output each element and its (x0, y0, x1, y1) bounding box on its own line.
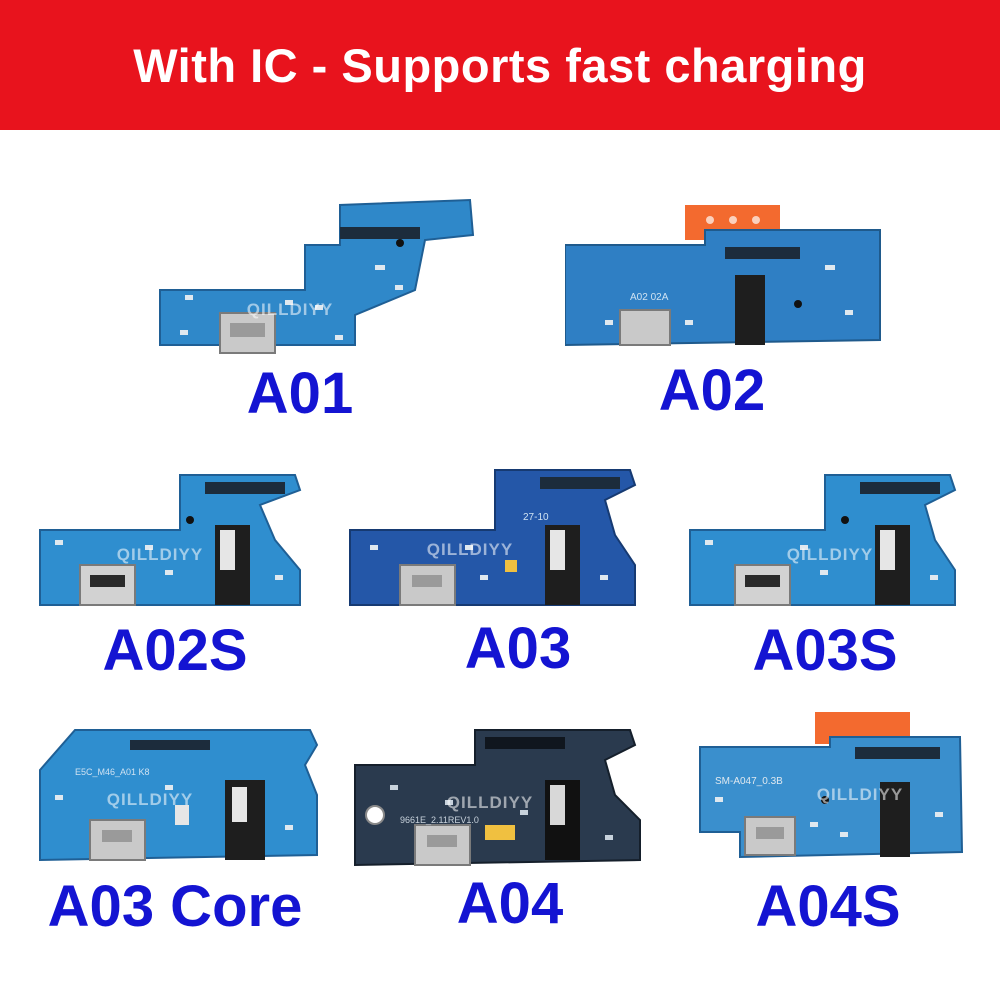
watermark: QILLDIYY (786, 545, 874, 564)
silkscreen-text: A02 02A (630, 292, 669, 303)
model-label-a02: A02 (658, 358, 766, 423)
banner-title: With IC - Supports fast charging (133, 38, 867, 92)
promo-banner: With IC - Supports fast charging (0, 0, 1000, 130)
board-image-a02s (35, 470, 310, 615)
board-image-a04s: SM-A047_0.3B (690, 712, 970, 867)
watermark: QILLDIYY (816, 785, 904, 804)
model-label-a03core: A03 Core (47, 874, 303, 939)
watermark: QILLDIYY (446, 793, 534, 812)
model-label-a03: A03 (464, 616, 572, 681)
watermark: QILLDIYY (106, 790, 194, 809)
model-label-a04s: A04S (755, 874, 901, 939)
board-image-a02: A02 02A (565, 205, 885, 355)
model-label-a03s: A03S (752, 618, 898, 683)
board-image-a01 (155, 195, 480, 365)
model-label-a04: A04 (456, 871, 564, 936)
board-image-a03core: E5C_M46_A01 K8 (35, 725, 325, 865)
silkscreen-text: SM-A047_0.3B (715, 776, 783, 787)
board-image-a03s (685, 470, 965, 615)
board-image-a03: 27-10 (345, 465, 640, 615)
watermark: QILLDIYY (116, 545, 204, 564)
model-label-a01: A01 (246, 361, 354, 426)
board-image-a04: 9661E_2.11REV1.0 (350, 725, 650, 870)
silkscreen-text: 27-10 (523, 512, 549, 523)
silkscreen-text: E5C_M46_A01 K8 (75, 767, 150, 777)
watermark: QILLDIYY (246, 300, 334, 319)
model-label-a02s: A02S (102, 618, 248, 683)
silkscreen-text: 9661E_2.11REV1.0 (400, 815, 479, 825)
watermark: QILLDIYY (426, 540, 514, 559)
